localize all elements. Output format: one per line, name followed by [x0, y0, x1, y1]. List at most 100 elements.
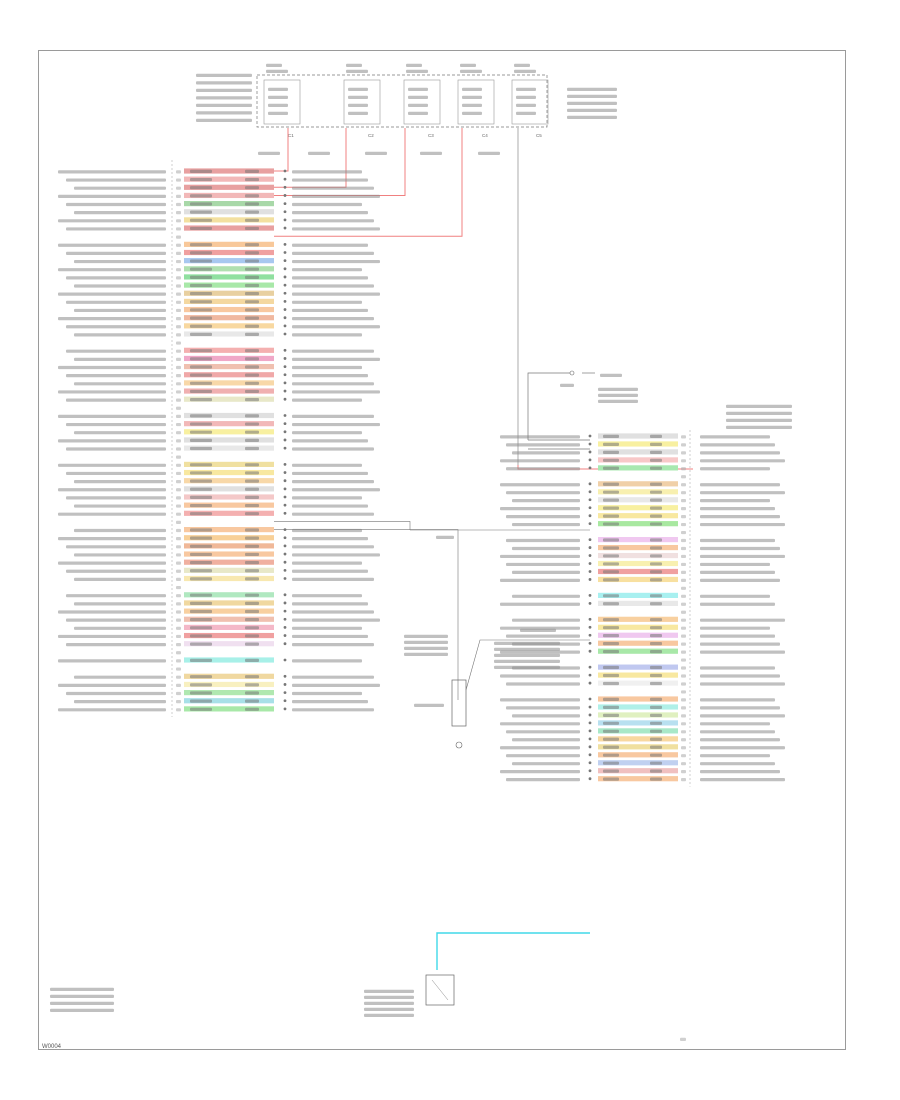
circuit-number [245, 495, 259, 499]
circuit-number [245, 202, 259, 206]
left-module-name [50, 987, 114, 991]
system-reference [506, 706, 580, 710]
splice-dot [283, 642, 287, 646]
right-wire-17 [598, 568, 678, 575]
bcm-label [520, 628, 556, 632]
pin-function-label [700, 459, 785, 463]
circuit-number [245, 512, 259, 516]
splice-dot [588, 522, 592, 526]
pin-number [681, 770, 686, 774]
left-wire-15 [184, 290, 274, 296]
fuse-rating-text [408, 111, 428, 115]
fuse-block-note [567, 115, 617, 119]
pin-number [176, 194, 181, 198]
pin-function-label [74, 528, 166, 533]
splice-dot [283, 699, 287, 703]
pin-number [176, 504, 181, 508]
circuit-number [245, 609, 259, 614]
wire-color-code [603, 570, 619, 574]
wire-color-code [603, 729, 619, 733]
left-wire-32 [184, 429, 274, 435]
pin-number [176, 512, 181, 516]
right-wire-10 [598, 513, 678, 519]
pin-function-label [700, 554, 785, 559]
pin-function-label [700, 491, 785, 495]
pin-number [176, 170, 181, 174]
wire-color-code [190, 503, 212, 508]
circuit-number [245, 552, 259, 557]
pin-number [176, 569, 181, 573]
wire-color-code [190, 593, 212, 597]
left-wire-27 [184, 388, 274, 394]
left-wire-46 [184, 543, 274, 549]
pin-function-label [58, 292, 166, 296]
wire-color-code [190, 552, 212, 557]
fuse-block-note [567, 87, 617, 91]
pin-function-label [58, 317, 166, 321]
right-wire-39 [598, 744, 678, 750]
circuit-number [245, 430, 259, 434]
splice-dot [283, 185, 287, 189]
right-wire-38 [598, 736, 678, 742]
pin-number [176, 406, 181, 410]
system-reference [500, 674, 580, 678]
left-wire-22 [184, 347, 274, 353]
wire-tag [308, 151, 330, 155]
fuse-rating-text [408, 103, 428, 107]
right-wire-29 [598, 664, 678, 670]
circuit-number [650, 673, 662, 678]
left-wire-58 [184, 641, 274, 647]
left-wire-41 [184, 502, 274, 508]
right-wire-15 [598, 552, 678, 559]
fuse-box [457, 79, 495, 125]
splice-dot [283, 291, 287, 295]
circuit-number [245, 544, 259, 548]
pin-function-label [700, 546, 780, 551]
pin-function-label [700, 594, 770, 598]
splice-dot [283, 609, 287, 613]
wire-color-code [190, 373, 212, 377]
pin-function-label [58, 439, 166, 443]
serial-data-wire [436, 932, 590, 970]
fuse-box [263, 79, 301, 125]
right-wire-36 [598, 720, 678, 726]
pin-function-label [700, 770, 780, 774]
circuit-number [245, 691, 259, 695]
splice-dot [283, 267, 287, 271]
circuit-number [650, 626, 662, 630]
circuit-number [245, 683, 259, 687]
pin-number [680, 1037, 686, 1041]
left-wire-47 [184, 551, 274, 557]
splice-dot [283, 479, 287, 483]
pin-function-label [700, 698, 775, 702]
wire-color-code [603, 442, 619, 446]
diagram-code: W0004 [42, 1044, 62, 1050]
splice-dot [283, 593, 287, 597]
bottom-device-label [364, 995, 414, 999]
wire-color-code [603, 538, 619, 542]
circuit-number [650, 737, 662, 741]
system-reference [500, 698, 580, 702]
splice-dot [588, 745, 592, 749]
splice-dot [283, 438, 287, 442]
pin-function-label [74, 480, 166, 484]
splice-dot [588, 546, 592, 549]
pin-number [681, 706, 686, 710]
pin-function-label [700, 538, 775, 543]
fuse-rating-text [462, 95, 482, 99]
system-reference [292, 194, 380, 198]
splice-dot [283, 283, 287, 287]
right-wire-11 [598, 521, 678, 527]
left-wire-9 [184, 241, 274, 247]
pin-number [176, 447, 181, 451]
circuit-number [650, 482, 662, 486]
sensor-description [494, 647, 560, 651]
system-reference [292, 691, 362, 696]
right-wire-37 [598, 728, 678, 734]
wire-color-code [603, 594, 619, 598]
fuse-header-text [266, 63, 282, 67]
wire-color-code [603, 697, 619, 702]
wire-color-code [190, 389, 212, 394]
wire-color-code [190, 618, 212, 622]
wire-color-code [190, 471, 212, 475]
